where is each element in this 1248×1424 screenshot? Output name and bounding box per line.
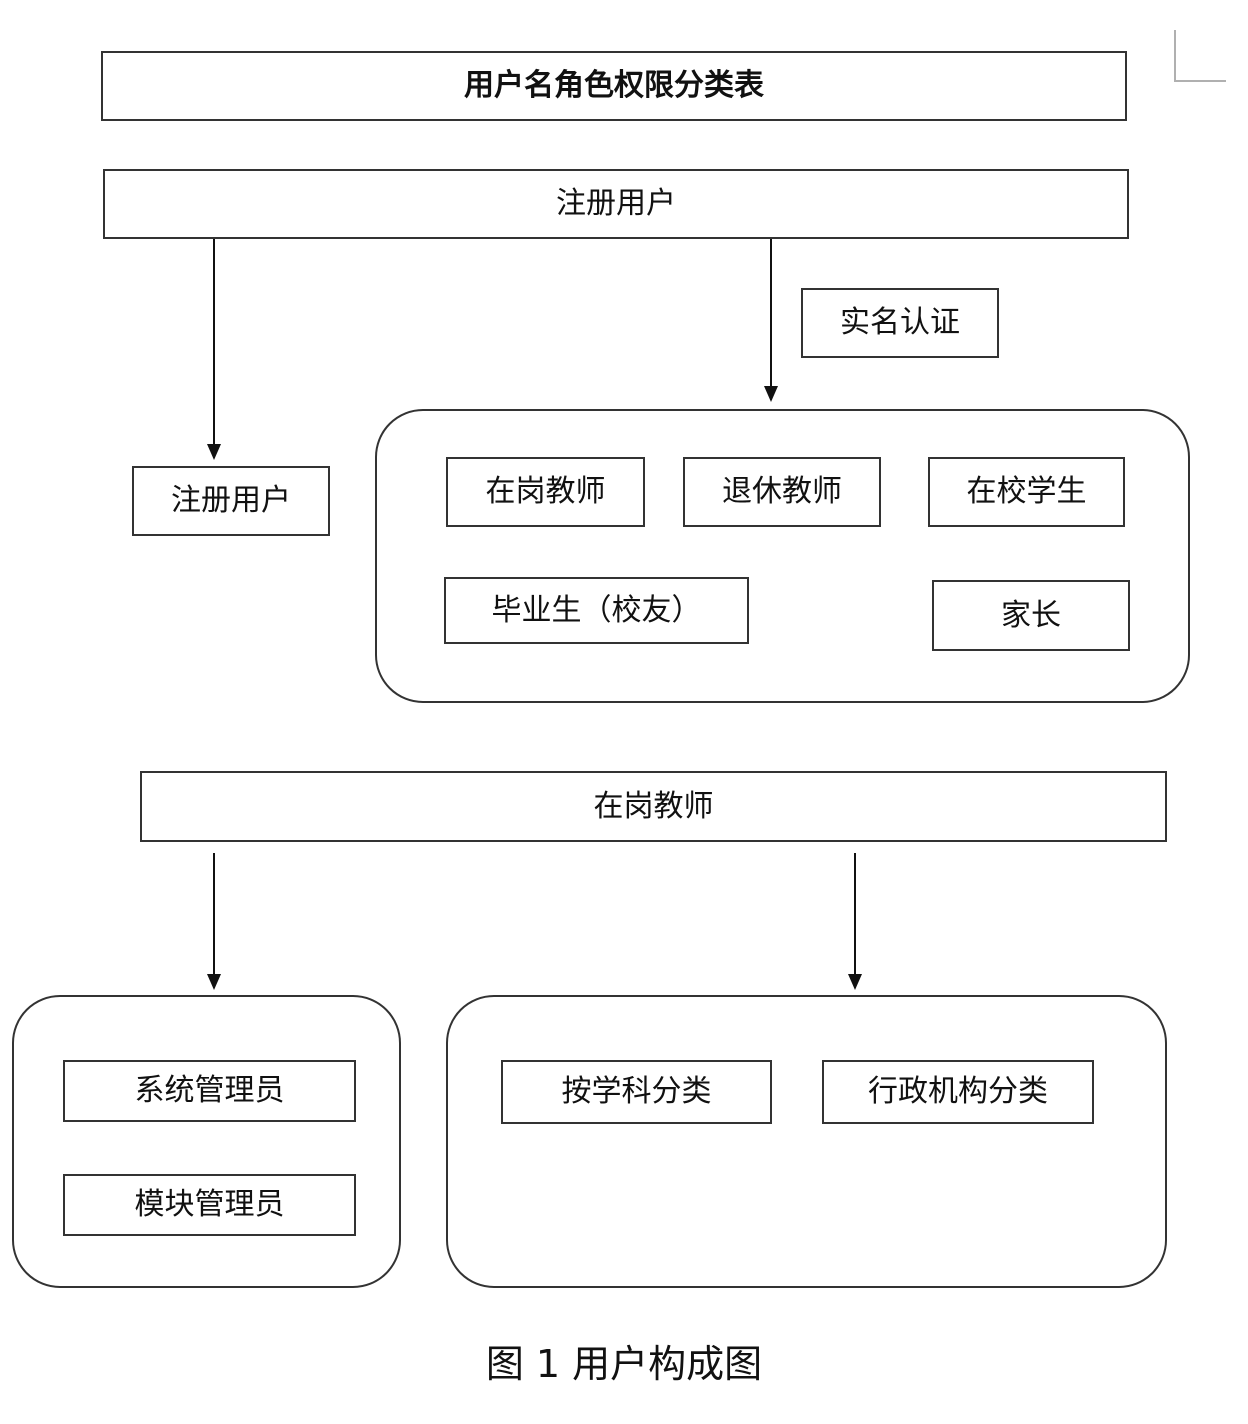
admin-roles-group bbox=[12, 995, 401, 1288]
arrowhead-to-admin-roles bbox=[207, 974, 221, 990]
page-corner-mark bbox=[1174, 30, 1226, 82]
arrowhead-to-registered-user bbox=[207, 444, 221, 460]
arrowhead-to-classifications bbox=[848, 974, 862, 990]
figure-caption: 图 1 用户构成图 bbox=[485, 1342, 763, 1386]
role-retired-teacher: 退休教师 bbox=[683, 457, 881, 527]
role-current-student: 在校学生 bbox=[928, 457, 1125, 527]
role-active-teacher: 在岗教师 bbox=[446, 457, 645, 527]
registered-user-header-box: 注册用户 bbox=[103, 169, 1129, 239]
registered-user-node: 注册用户 bbox=[132, 466, 330, 536]
role-graduate-alumni: 毕业生（校友） bbox=[444, 577, 749, 644]
system-admin-box: 系统管理员 bbox=[63, 1060, 356, 1122]
arrowhead-to-verified-roles bbox=[764, 386, 778, 402]
role-parent: 家长 bbox=[932, 580, 1130, 651]
by-admin-unit-box: 行政机构分类 bbox=[822, 1060, 1094, 1124]
diagram-title-box: 用户名角色权限分类表 bbox=[101, 51, 1127, 121]
module-admin-box: 模块管理员 bbox=[63, 1174, 356, 1236]
active-teacher-header-box: 在岗教师 bbox=[140, 771, 1167, 842]
verification-label-box: 实名认证 bbox=[801, 288, 999, 358]
by-subject-box: 按学科分类 bbox=[501, 1060, 772, 1124]
classification-group bbox=[446, 995, 1167, 1288]
